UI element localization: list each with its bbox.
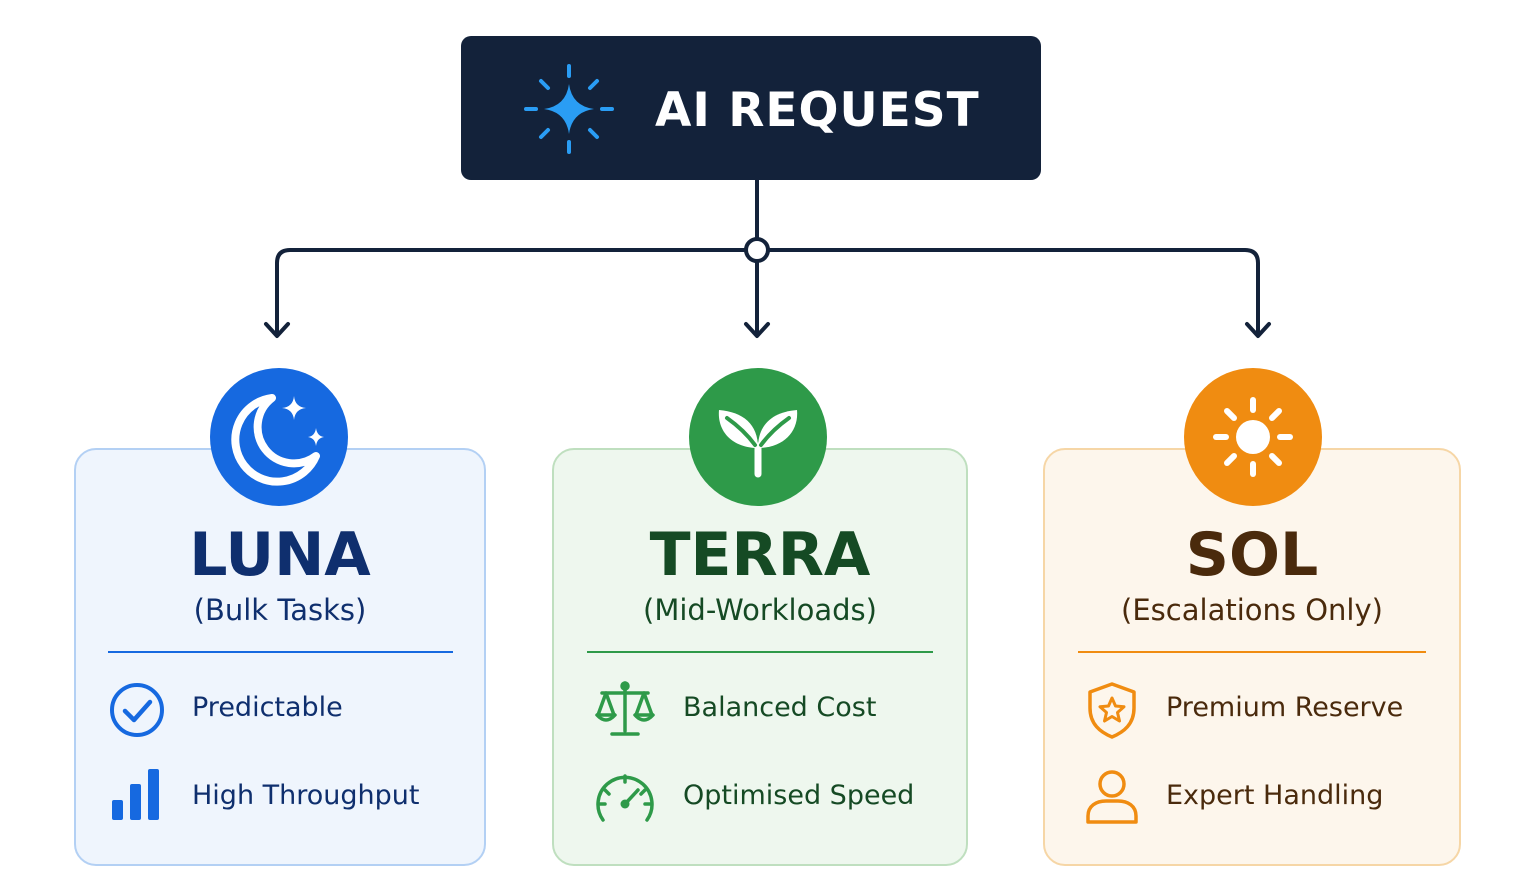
arrow-center [744, 322, 770, 338]
arrow-right [1245, 322, 1271, 338]
feature-sol-expert-handling: Expert Handling [1166, 780, 1384, 811]
tier-subtitle-luna: (Bulk Tasks) [193, 593, 367, 627]
feature-luna-predictable: Predictable [192, 692, 343, 723]
arrow-left [264, 322, 290, 338]
feature-terra-balanced-cost: Balanced Cost [683, 692, 877, 723]
bar-chart-icon [112, 769, 159, 820]
tier-subtitle-sol: (Escalations Only) [1121, 593, 1383, 627]
feature-luna-throughput: High Throughput [192, 780, 420, 811]
tier-subtitle-terra: (Mid-Workloads) [643, 593, 877, 627]
feature-terra-optimised-speed: Optimised Speed [683, 780, 915, 811]
speedometer-icon [596, 774, 654, 822]
check-circle-icon [110, 683, 164, 737]
card-luna [74, 448, 486, 866]
terra-badge [689, 368, 827, 506]
shield-star-icon [1088, 682, 1136, 739]
user-icon [1086, 770, 1138, 824]
divider-terra [587, 651, 933, 653]
ai-request-title: AI REQUEST [655, 83, 980, 138]
junction-node [744, 237, 770, 263]
divider-luna [108, 651, 453, 653]
sun-icon [1213, 397, 1293, 477]
moon-stars-icon [231, 394, 324, 486]
tier-name-terra: TERRA [649, 520, 871, 590]
luna-badge [210, 368, 348, 506]
sparkle-icon [524, 64, 614, 154]
scale-icon [595, 681, 655, 736]
branch-left [275, 248, 751, 336]
branch-right [763, 248, 1260, 336]
tier-name-luna: LUNA [189, 520, 371, 590]
sol-badge [1184, 368, 1322, 506]
tier-name-sol: SOL [1185, 520, 1319, 590]
feature-sol-premium-reserve: Premium Reserve [1166, 692, 1404, 723]
leaf-sprout-icon [718, 410, 798, 478]
divider-sol [1078, 651, 1426, 653]
